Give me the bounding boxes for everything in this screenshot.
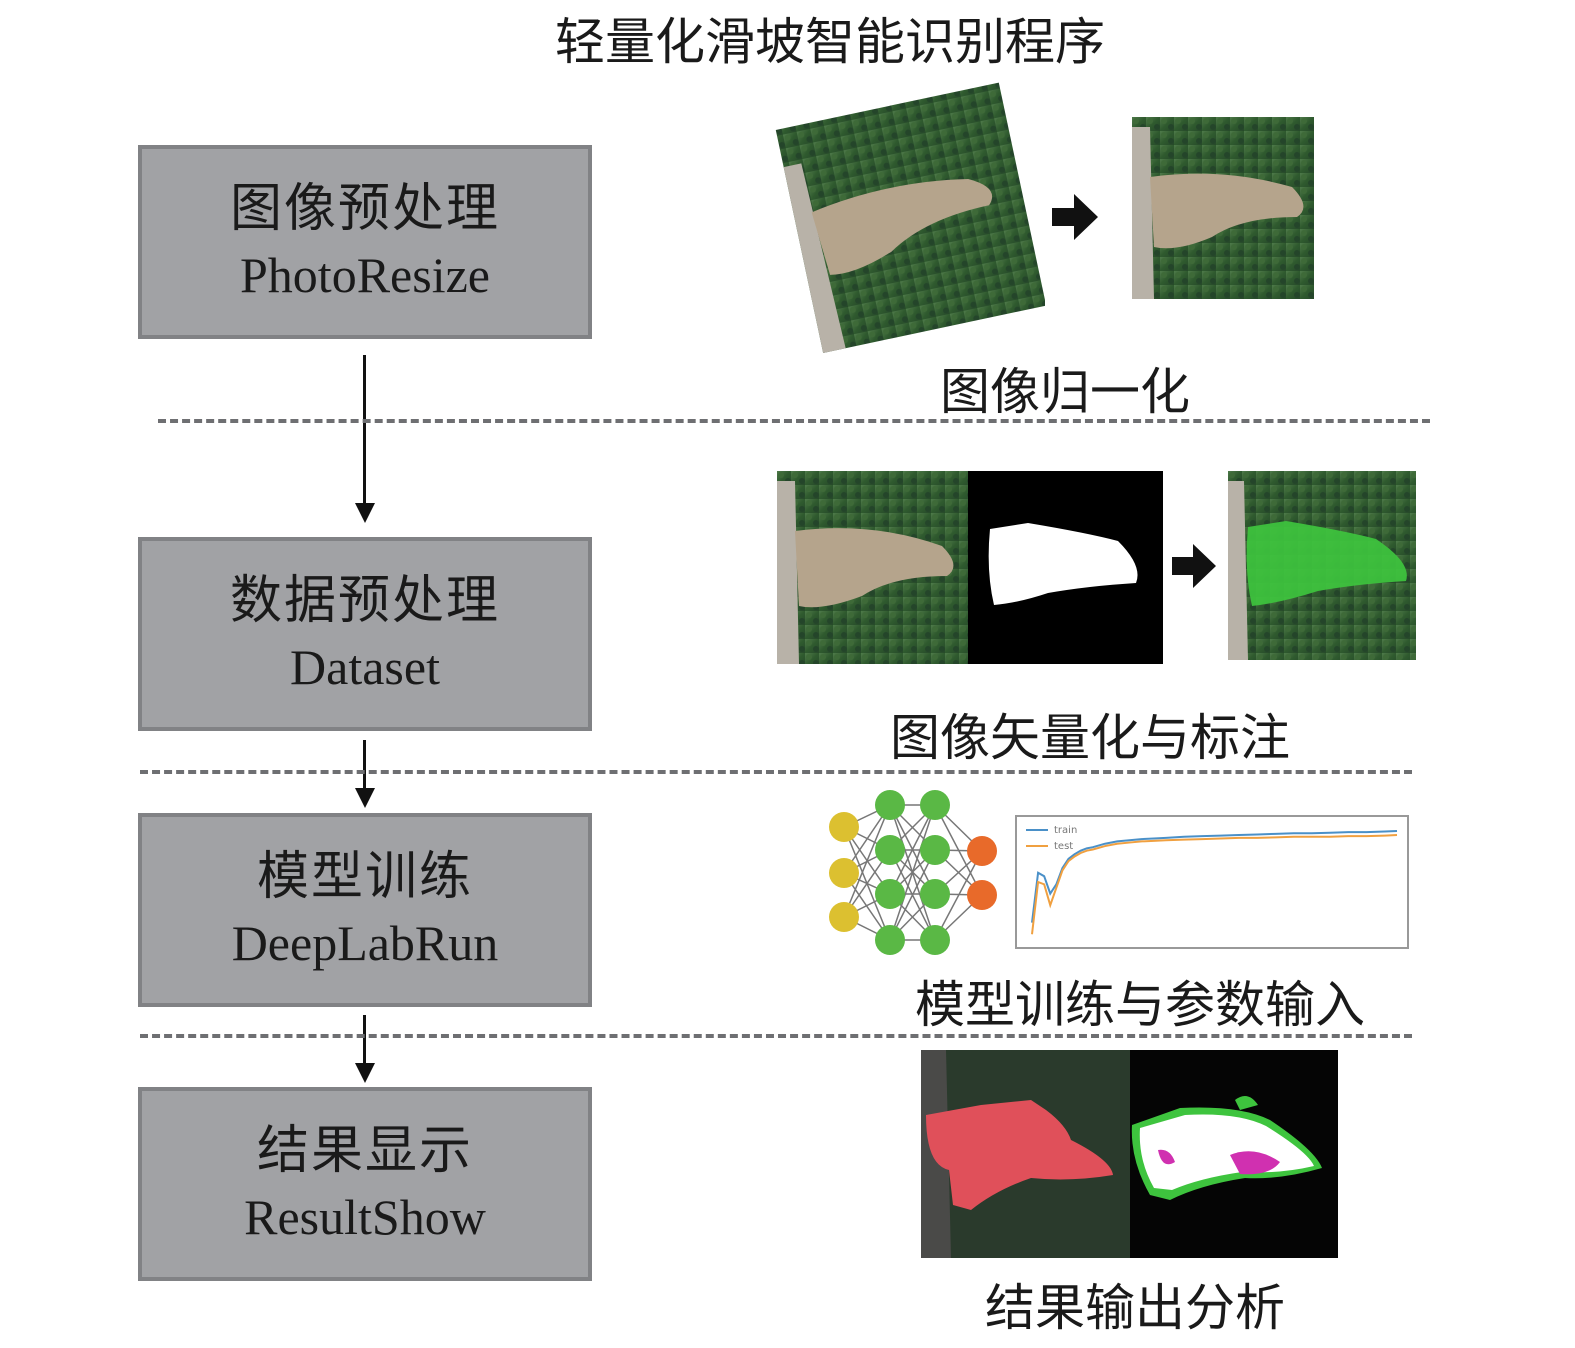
nn-node xyxy=(875,879,905,909)
legend-label-test: test xyxy=(1054,841,1073,852)
section-divider xyxy=(158,419,1430,423)
nn-node xyxy=(875,835,905,865)
section-divider xyxy=(140,1034,1412,1038)
nn-node xyxy=(920,879,950,909)
nn-node xyxy=(829,858,859,888)
step-label-cn: 模型训练 xyxy=(256,847,473,907)
flow-arrow-3 xyxy=(363,1015,366,1065)
step-box-dataset: 数据预处理 Dataset xyxy=(138,537,592,731)
step-box-deeplabrun: 模型训练 DeepLabRun xyxy=(138,813,592,1007)
nn-connection xyxy=(843,804,891,918)
step-label-en: PhotoResize xyxy=(240,247,490,303)
nn-connection xyxy=(889,804,936,941)
step-label-cn: 图像预处理 xyxy=(229,179,500,239)
nn-connection xyxy=(889,849,936,941)
neural-network-diagram xyxy=(829,790,997,955)
step-label-en: ResultShow xyxy=(244,1189,486,1245)
flow-arrow-1 xyxy=(363,355,366,505)
nn-connection xyxy=(889,804,936,895)
nn-node xyxy=(967,880,997,910)
aerial-image-normalized xyxy=(1132,117,1314,299)
chart-legend: train test xyxy=(1026,825,1077,852)
nn-node xyxy=(829,812,859,842)
step-label-en: Dataset xyxy=(290,639,440,695)
legend-label-train: train xyxy=(1054,825,1077,836)
aerial-image-input xyxy=(777,471,969,664)
annotated-overlay-image xyxy=(1228,471,1416,660)
arrow-head-icon xyxy=(355,503,375,523)
nn-node xyxy=(920,790,950,820)
flow-arrow-2 xyxy=(363,740,366,790)
caption-vectorization: 图像矢量化与标注 xyxy=(890,709,1290,767)
nn-node xyxy=(967,836,997,866)
right-arrow-icon xyxy=(1052,194,1098,240)
step-label-cn: 数据预处理 xyxy=(229,571,500,631)
nn-node xyxy=(875,925,905,955)
nn-node xyxy=(875,790,905,820)
nn-node xyxy=(920,925,950,955)
step-box-resultshow: 结果显示 ResultShow xyxy=(138,1087,592,1281)
prediction-overlay-image xyxy=(921,1050,1131,1258)
result-comparison-image xyxy=(1130,1050,1338,1258)
caption-training: 模型训练与参数输入 xyxy=(915,976,1365,1034)
nn-node xyxy=(920,835,950,865)
caption-result-analysis: 结果输出分析 xyxy=(985,1279,1285,1337)
step-label-cn: 结果显示 xyxy=(256,1121,473,1181)
arrow-head-icon xyxy=(355,788,375,808)
step-box-photoresize: 图像预处理 PhotoResize xyxy=(138,145,592,339)
nn-node xyxy=(829,902,859,932)
series-line-test xyxy=(1031,834,1398,935)
mask-image xyxy=(968,471,1163,664)
section-divider xyxy=(140,770,1412,774)
training-curve-chart: train test xyxy=(1015,815,1409,949)
nn-connection xyxy=(934,850,983,941)
step-label-en: DeepLabRun xyxy=(231,915,499,971)
right-arrow-icon xyxy=(1172,544,1216,588)
diagram-title: 轻量化滑坡智能识别程序 xyxy=(555,13,1105,71)
caption-normalization: 图像归一化 xyxy=(940,363,1190,421)
arrow-head-icon xyxy=(355,1063,375,1083)
aerial-image-original xyxy=(775,82,1045,354)
